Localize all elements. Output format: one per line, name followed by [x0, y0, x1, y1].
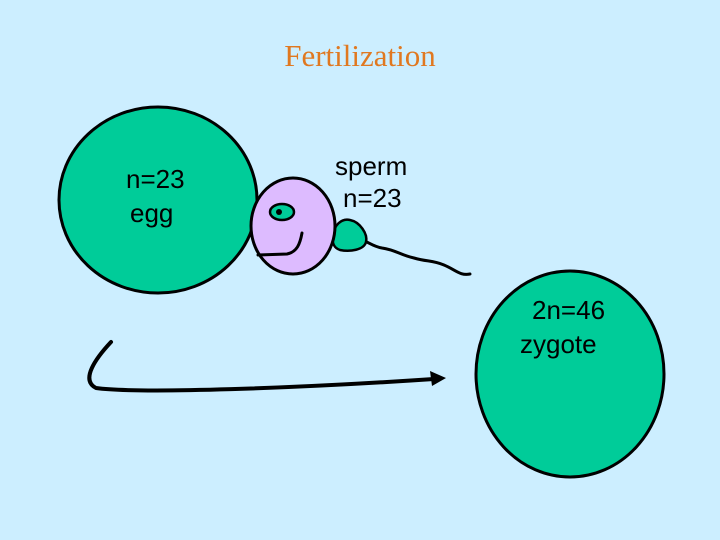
- sperm-tail: [352, 238, 470, 274]
- egg-label: n=23 egg: [118, 162, 238, 230]
- zygote-label: 2n=46 zygote: [520, 293, 640, 361]
- egg-name: egg: [118, 196, 238, 230]
- sperm-label: sperm n=23: [335, 150, 435, 214]
- arrow-line: [89, 342, 434, 390]
- sperm-chromosome-count: n=23: [335, 182, 435, 214]
- sperm-head: [251, 178, 335, 274]
- sperm-name: sperm: [335, 150, 435, 182]
- sperm-pupil-icon: [276, 209, 282, 215]
- zygote-name: zygote: [520, 327, 640, 361]
- egg-chromosome-count: n=23: [118, 162, 238, 196]
- slide-title: Fertilization: [0, 38, 720, 74]
- zygote-chromosome-count: 2n=46: [520, 293, 640, 327]
- sperm-midpiece: [333, 220, 367, 251]
- arrow-head-icon: [430, 371, 446, 386]
